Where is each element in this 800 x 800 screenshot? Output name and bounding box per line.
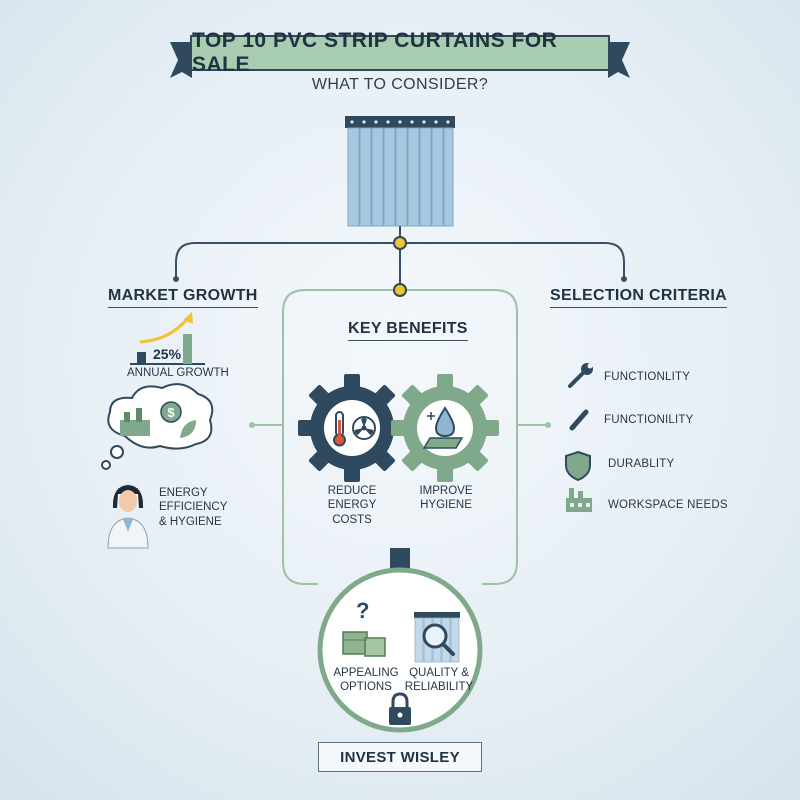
frame-dot-right	[545, 422, 551, 428]
criteria-item-workspace-needs: WORKSPACE NEEDS	[608, 499, 728, 511]
invest-wisely-label: INVEST WISLEY	[340, 748, 460, 766]
connector-lines	[175, 226, 625, 290]
selection-criteria-heading: SELECTION CRITERIA	[550, 287, 727, 308]
padlock-icon	[389, 692, 411, 725]
page-title: TOP 10 PVC STRIP CURTAINS FOR SALE	[192, 29, 558, 76]
thought-cloud-icon: $	[101, 383, 214, 470]
appealing-options-label: APPEALING OPTIONS	[333, 667, 399, 694]
frame-dot-left	[249, 422, 255, 428]
svg-text:$: $	[167, 405, 175, 420]
product-boxes-icon	[342, 631, 386, 657]
person-avatar-icon	[107, 485, 149, 549]
market-growth-heading: MARKET GROWTH	[108, 287, 258, 308]
pvc-curtain-icon	[345, 116, 455, 227]
thermometer-icon	[333, 411, 346, 447]
energy-hygiene-label: ENERGY EFFICIENCY & HYGIENE	[159, 487, 228, 528]
title-banner: TOP 10 PVC STRIP CURTAINS FOR SALE	[190, 29, 610, 76]
end-dot-right	[621, 276, 627, 282]
shield-icon	[565, 450, 591, 482]
magnifier-curtain-icon	[414, 612, 460, 663]
key-benefits-heading: KEY BENEFITS	[348, 320, 468, 341]
invest-circle	[317, 567, 483, 733]
growth-percent: 25%	[153, 346, 182, 362]
junction-dot-top	[393, 236, 407, 250]
end-dot-left	[173, 276, 179, 282]
wrench-icon	[568, 363, 593, 388]
factory-icon	[566, 488, 592, 512]
subtitle: WHAT TO CONSIDER?	[311, 76, 489, 93]
banner-left-tail	[170, 42, 192, 78]
reduce-energy-label: REDUCE ENERGY COSTS	[327, 485, 377, 526]
junction-dot-benefits	[393, 283, 407, 297]
growth-chart-icon	[130, 312, 205, 365]
criteria-item-functionlity: FUNCTIONLITY	[604, 371, 691, 383]
invest-wisely-button[interactable]: INVEST WISLEY	[318, 742, 482, 772]
quality-reliability-label: QUALITY & RELIABILITY	[404, 667, 474, 694]
improve-hygiene-label: IMPROVE HYGIENE	[419, 485, 473, 512]
banner-right-tail	[608, 42, 630, 78]
annual-growth-label: ANNUAL GROWTH	[127, 367, 229, 379]
question-mark-icon: ?	[356, 598, 370, 623]
water-drop-icon	[422, 406, 464, 449]
benefits-frame	[252, 289, 548, 585]
pencil-icon	[569, 409, 589, 431]
criteria-item-durablity: DURABLITY	[608, 458, 675, 470]
criteria-item-functionility: FUNCTIONILITY	[604, 414, 694, 426]
fan-icon	[352, 416, 376, 440]
